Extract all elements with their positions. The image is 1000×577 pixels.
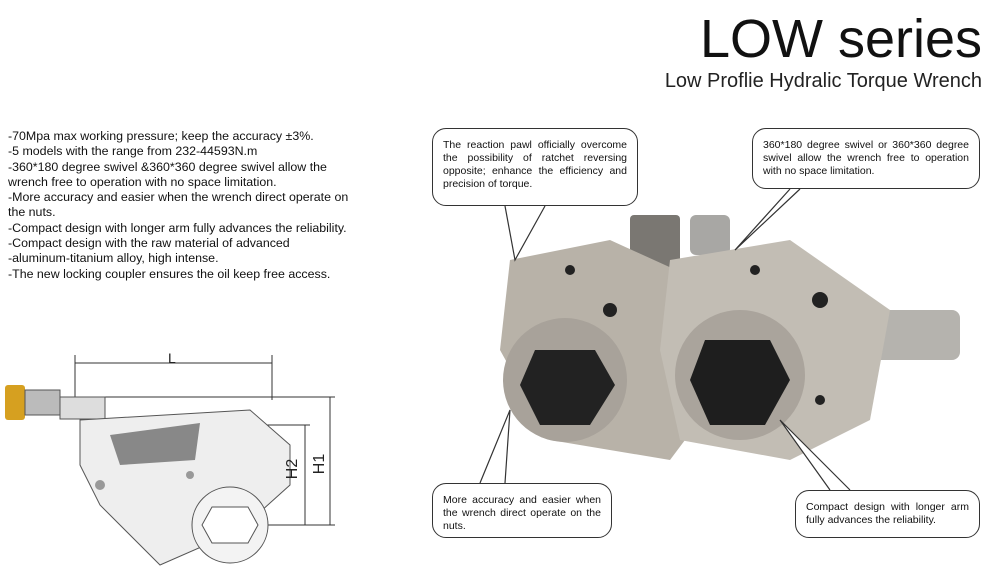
page-title: LOW series [699,9,982,69]
feature-item: -360*180 degree swivel &360*360 degree s… [8,159,327,189]
feature-item: -The new locking coupler ensures the oil… [8,266,331,281]
feature-item: -More accuracy and easier when the wrenc… [8,190,349,220]
callout-reaction-pawl: The reaction pawl officially overcome th… [432,128,638,206]
feature-item: -Compact design with longer arm fully ad… [8,220,347,235]
feature-list: -70Mpa max working pressure; keep the ac… [8,129,353,282]
wrench-product-image [500,215,960,460]
feature-item: -aluminum-titanium alloy, high intense. [8,251,219,266]
feature-item: -Compact design with the raw material of… [8,236,290,251]
feature-item: -5 models with the range from 232-44593N… [8,144,258,159]
callout-accuracy: More accuracy and easier when the wrench… [432,483,612,538]
callout-compact: Compact design with longer arm fully adv… [795,490,980,538]
dimension-drawing [5,355,335,566]
dimension-label-l: L [168,350,176,366]
feature-item: -70Mpa max working pressure; keep the ac… [8,129,314,143]
callout-swivel: 360*180 degree swivel or 360*360 degree … [752,128,980,189]
page-subtitle: Low Proflie Hydralic Torque Wrench [664,70,982,92]
